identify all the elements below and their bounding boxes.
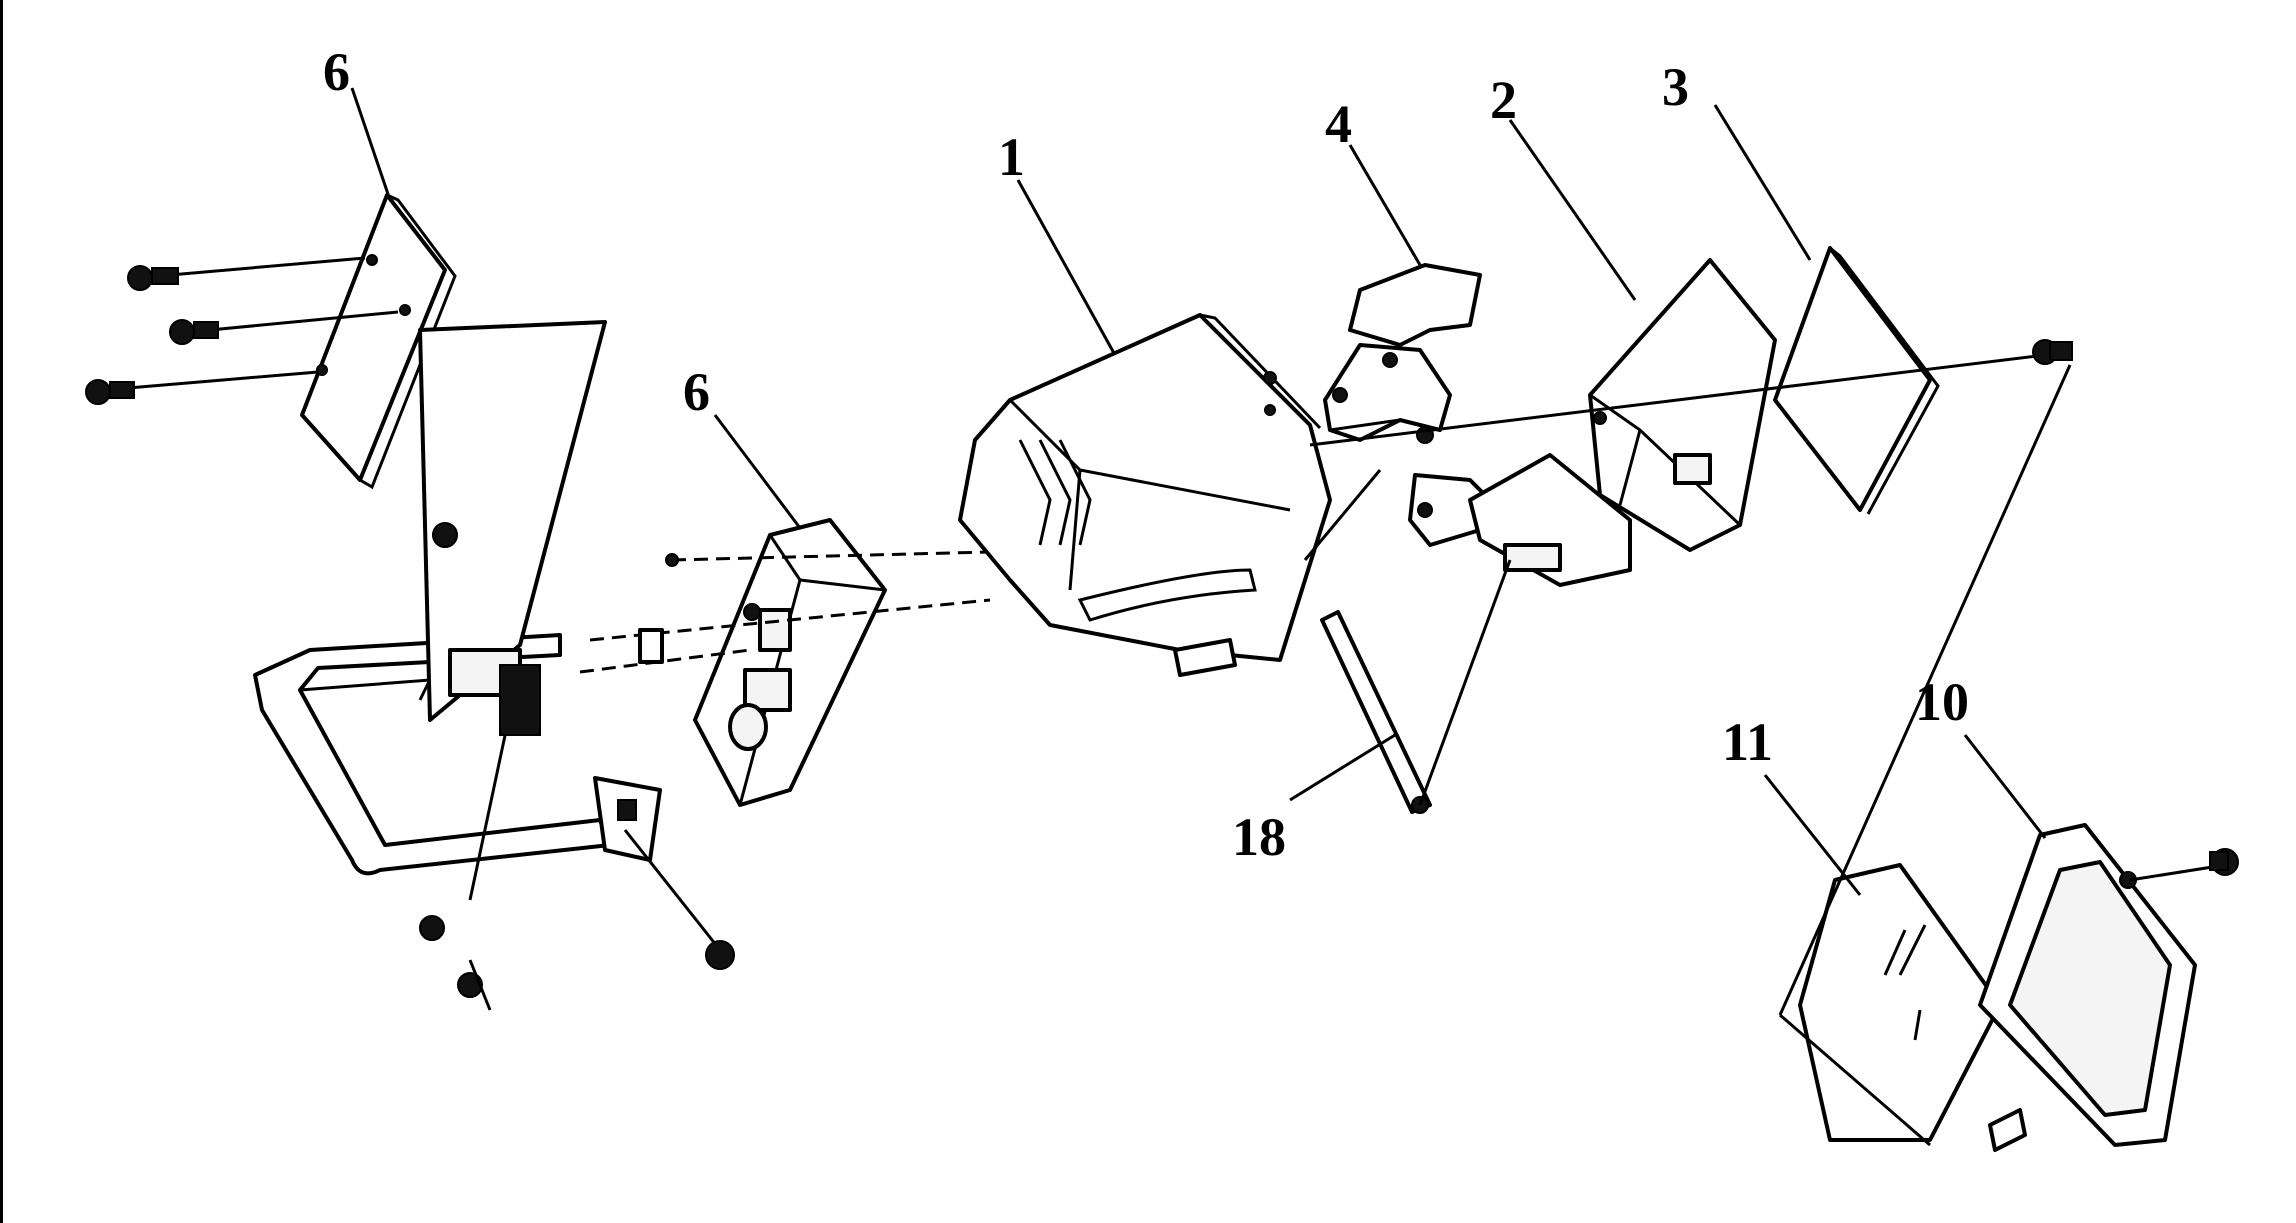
- part-4-hinge-brackets: [1323, 263, 1632, 587]
- callout-3: 3: [1662, 57, 1689, 117]
- part-6-end-cap: [693, 518, 887, 807]
- callout-6-middle: 6: [683, 362, 710, 422]
- part-18-rod: [1320, 610, 1432, 814]
- part-1-main-housing: [958, 313, 1332, 677]
- part-11-glass-pane: [1798, 863, 2002, 1142]
- callout-4: 4: [1325, 94, 1352, 154]
- page-border: [0, 0, 3, 1223]
- part-3-lens-plate: [1773, 246, 1940, 515]
- part-10-frame: [1978, 823, 2197, 1152]
- callout-10: 10: [1915, 672, 1969, 732]
- right-screws: [2032, 339, 2239, 876]
- callout-leaders: [350, 87, 2047, 896]
- part-2-lens-housing: [1588, 258, 1777, 552]
- callout-6-top-left: 6: [323, 42, 350, 102]
- part-6-cover-plate: [300, 193, 457, 490]
- pin-fasteners: [579, 550, 991, 674]
- assembly-lines: [1303, 353, 2226, 1147]
- callout-11: 11: [1722, 712, 1773, 772]
- callout-18: 18: [1232, 807, 1286, 867]
- callout-2: 2: [1490, 70, 1517, 130]
- callout-1: 1: [998, 127, 1025, 187]
- screw-set-top-left: [85, 256, 399, 405]
- bracket-hardware: [418, 320, 735, 1011]
